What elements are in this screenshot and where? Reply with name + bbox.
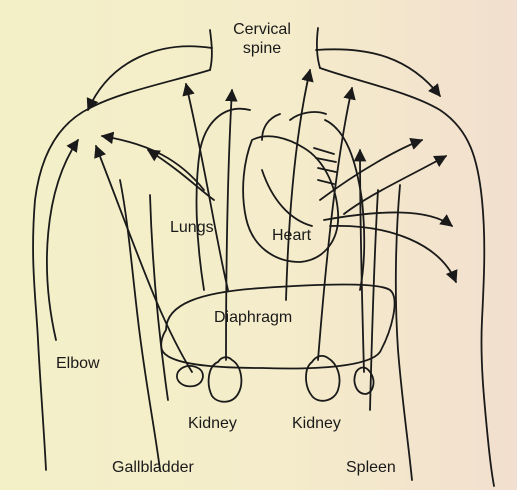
cervical-spine-label: Cervical spine (222, 20, 302, 58)
elbow-label: Elbow (56, 354, 100, 373)
cervical-spine-label-line2: spine (222, 39, 302, 58)
kidney-left-label: Kidney (188, 414, 237, 433)
kidney-right-label: Kidney (292, 414, 341, 433)
gallbladder-label: Gallbladder (112, 458, 194, 477)
cervical-spine-label-line1: Cervical (222, 20, 302, 39)
lungs-label: Lungs (170, 218, 214, 237)
diaphragm-label: Diaphragm (214, 308, 292, 327)
heart-label: Heart (272, 226, 311, 245)
spleen-label: Spleen (346, 458, 396, 477)
